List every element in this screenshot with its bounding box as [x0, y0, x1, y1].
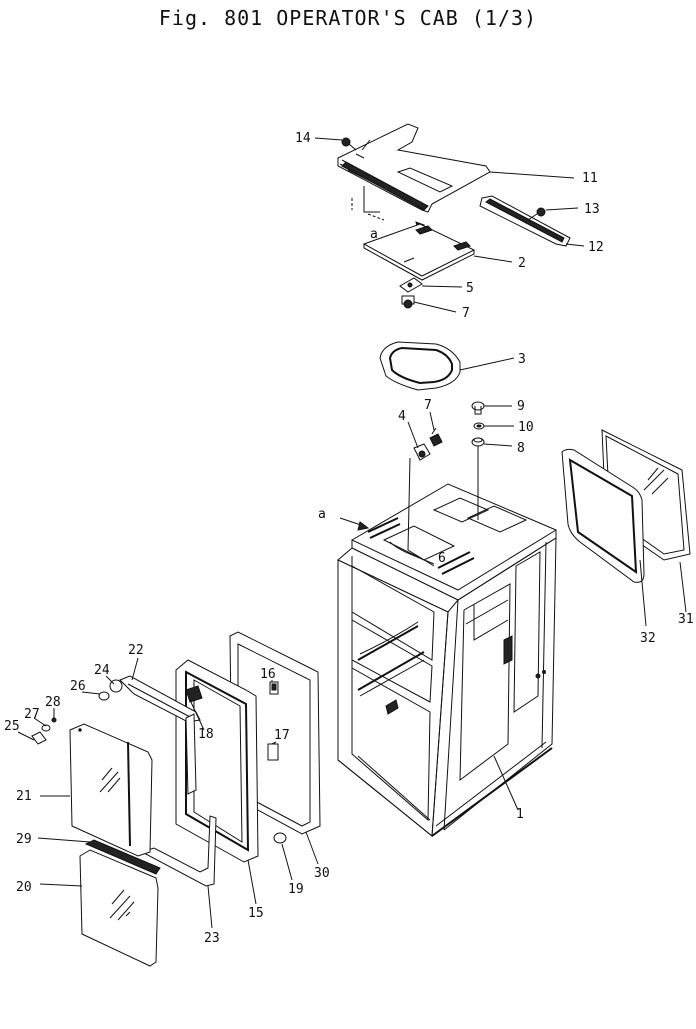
part-label-10: 10 [518, 420, 534, 435]
label-view-a-top: a [370, 227, 378, 242]
leader-lines [17, 137, 687, 929]
part-label-20: 20 [16, 880, 32, 895]
bolt-9 [471, 401, 485, 415]
part-label-13: 13 [584, 202, 600, 217]
part-label-16: 16 [260, 667, 276, 682]
glass-20 [79, 849, 159, 967]
part-label-24: 24 [94, 663, 110, 678]
cab-frame-1 [337, 483, 558, 837]
part-label-32: 32 [640, 631, 656, 646]
part-label-30: 30 [314, 866, 330, 881]
screw-7-top [401, 295, 415, 309]
part-label-4: 4 [398, 409, 406, 424]
part-label-22: 22 [128, 643, 144, 658]
part-label-31: 31 [678, 612, 694, 627]
part-label-28: 28 [45, 695, 61, 710]
part-label-21: 21 [16, 789, 32, 804]
part-label-8: 8 [517, 441, 525, 456]
cover-plate-2 [362, 223, 476, 281]
part-label-14: 14 [295, 131, 311, 146]
part-label-6: 6 [438, 551, 446, 566]
bolt-14 [341, 137, 357, 151]
nut-8 [471, 437, 485, 447]
part-label-19: 19 [288, 882, 304, 897]
hinge-4 [413, 443, 431, 461]
part-label-17: 17 [274, 728, 290, 743]
part-label-1: 1 [516, 807, 524, 822]
door-sash-15 [175, 659, 259, 863]
part-label-26: 26 [70, 679, 86, 694]
figure-title: Fig. 801 OPERATOR'S CAB (1/3) [158, 6, 538, 30]
part-label-18: 18 [198, 727, 214, 742]
label-view-a-cab: a [318, 507, 326, 522]
part-label-7-mid: 7 [424, 398, 432, 413]
washer-10 [473, 422, 485, 430]
part-label-7-top: 7 [462, 306, 470, 321]
part-label-27: 27 [24, 707, 40, 722]
roof-bracket-assembly [337, 123, 571, 247]
part-label-29: 29 [16, 832, 32, 847]
view-arrow-a-cab [339, 517, 370, 531]
bracket-17 [267, 743, 279, 761]
rail-22-23 [119, 675, 217, 887]
latch-16 [269, 681, 279, 695]
part-label-12: 12 [588, 240, 604, 255]
part-label-23: 23 [204, 931, 220, 946]
screw-7-mid [429, 427, 443, 447]
part-labels: a a 14 11 13 12 2 5 7 3 9 10 8 4 7 6 1 3… [4, 131, 694, 946]
clip-5 [399, 277, 423, 293]
part-label-3: 3 [518, 352, 526, 367]
part-label-9: 9 [517, 399, 525, 414]
part-label-5: 5 [466, 281, 474, 296]
lock-18 [185, 685, 203, 703]
glass-21 [69, 723, 153, 857]
bolt-13 [527, 207, 546, 221]
strip-29 [84, 839, 161, 875]
part-label-25: 25 [4, 719, 20, 734]
seal-ring-3 [379, 341, 461, 391]
knob-19 [273, 832, 287, 844]
part-label-15: 15 [248, 906, 264, 921]
part-label-11: 11 [582, 171, 598, 186]
seal-32 [561, 448, 645, 583]
part-label-2: 2 [518, 256, 526, 271]
